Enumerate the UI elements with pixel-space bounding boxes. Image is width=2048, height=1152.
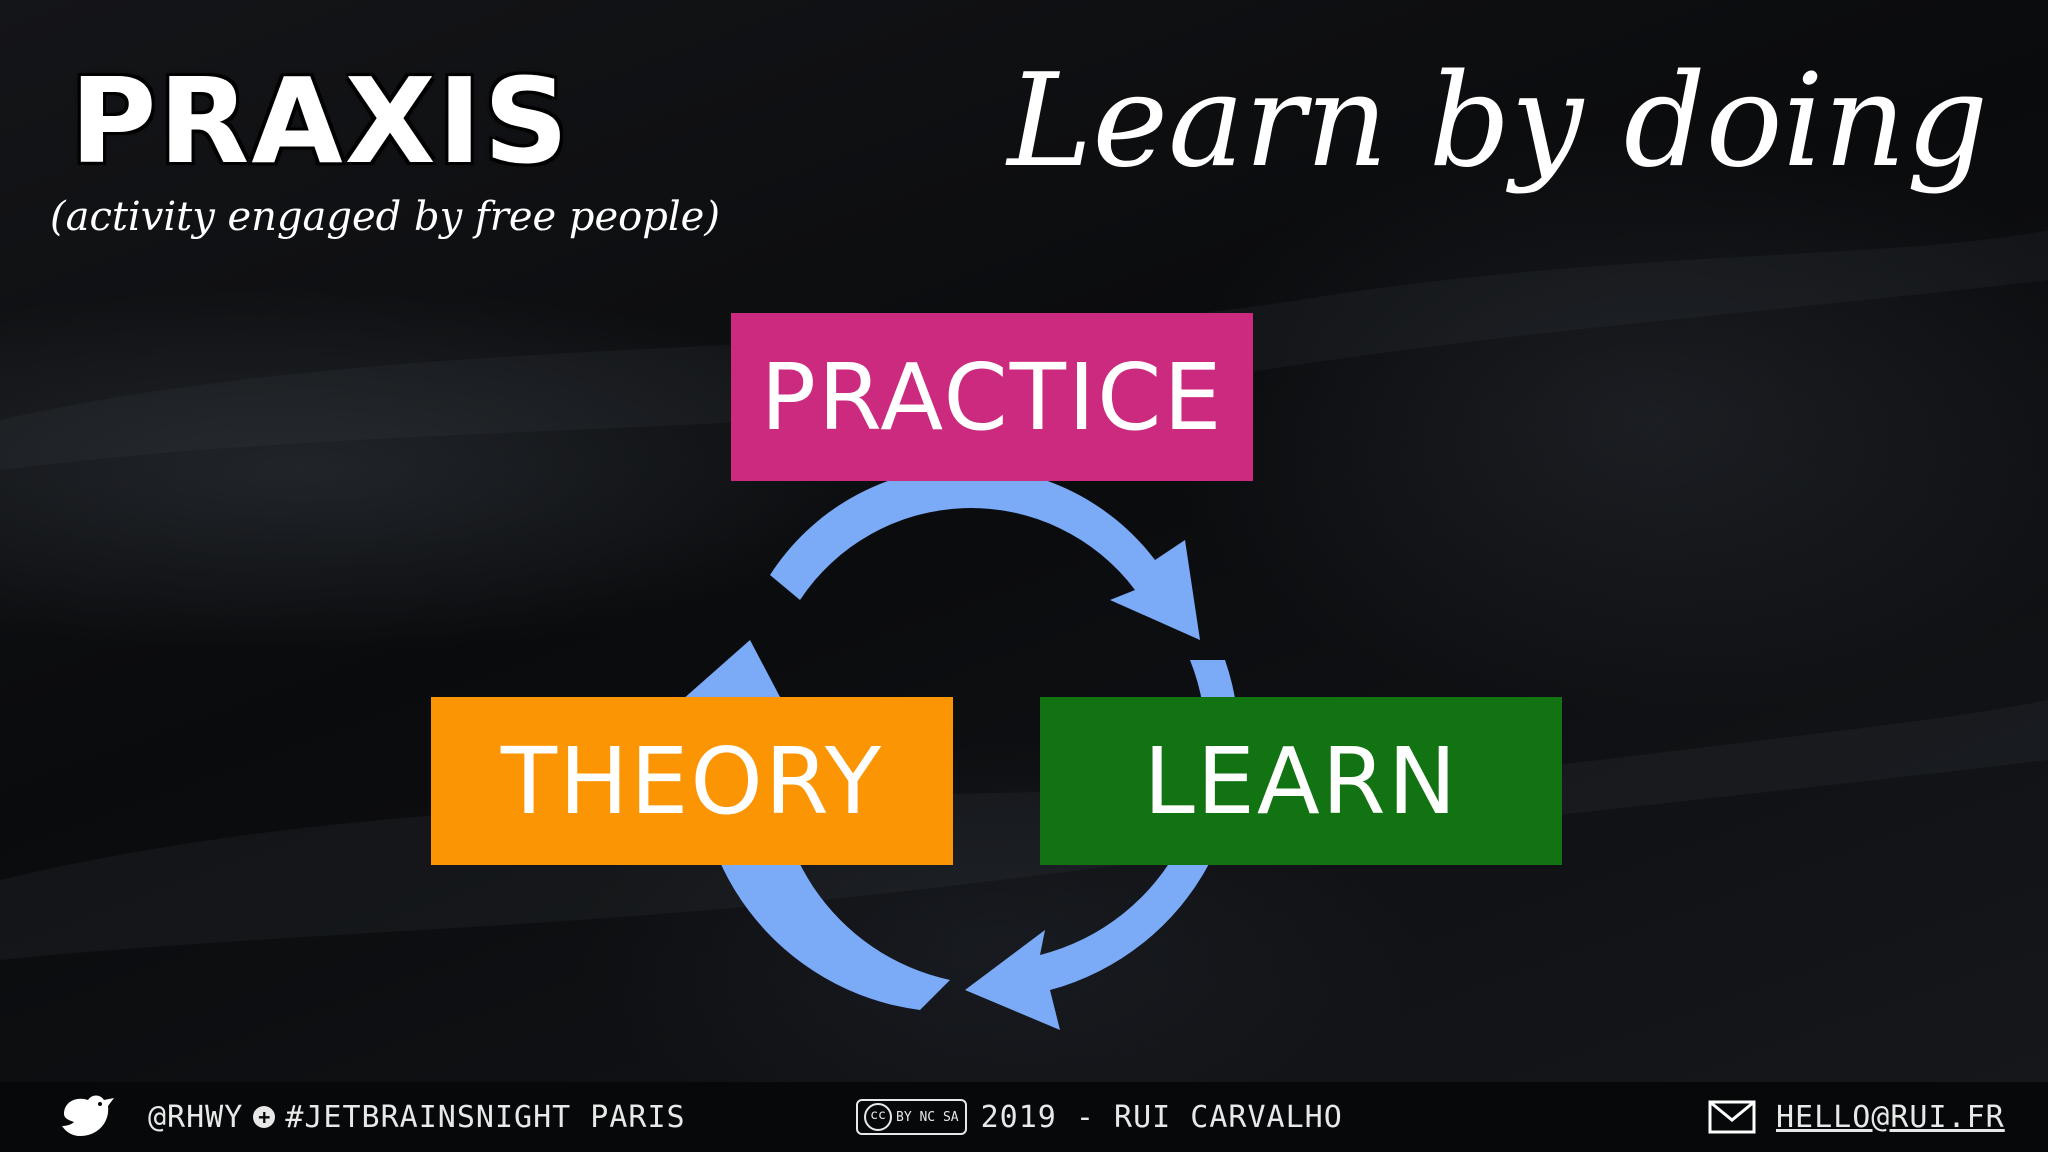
footer-bar: @RHWY + #JETBRAINSNIGHT PARIS cc BY NC S… [0,1082,2048,1152]
envelope-icon [1708,1082,1756,1152]
logo-subtitle: (activity engaged by free people) [50,194,720,240]
email-text: HELLO@RUI.FR [1776,1099,2005,1135]
license-text: BY NC SA [896,1109,959,1125]
learn-box: LEARN [1040,697,1562,865]
headline: Learn by doing [1007,47,1988,196]
event-hashtag: #JETBRAINSNIGHT PARIS [285,1099,686,1135]
social-handle[interactable]: @RHWY + #JETBRAINSNIGHT PARIS [148,1082,686,1152]
cycle-arrows-icon [665,466,1240,1030]
theory-box: THEORY [431,697,953,865]
logo-title: PRAXIS [70,52,571,190]
license-credit: cc BY NC SA 2019 - RUI CARVALHO [856,1082,1343,1152]
email-link[interactable]: HELLO@RUI.FR [1776,1082,2005,1152]
bird-icon [58,1082,116,1152]
slide-background [0,0,2048,1082]
handle-text: @RHWY [148,1099,244,1135]
cc-by-nc-sa-icon: cc BY NC SA [856,1099,967,1135]
plus-circle-icon: + [253,1106,276,1128]
practice-box: PRACTICE [731,313,1253,481]
credit-text: 2019 - RUI CARVALHO [980,1099,1343,1135]
